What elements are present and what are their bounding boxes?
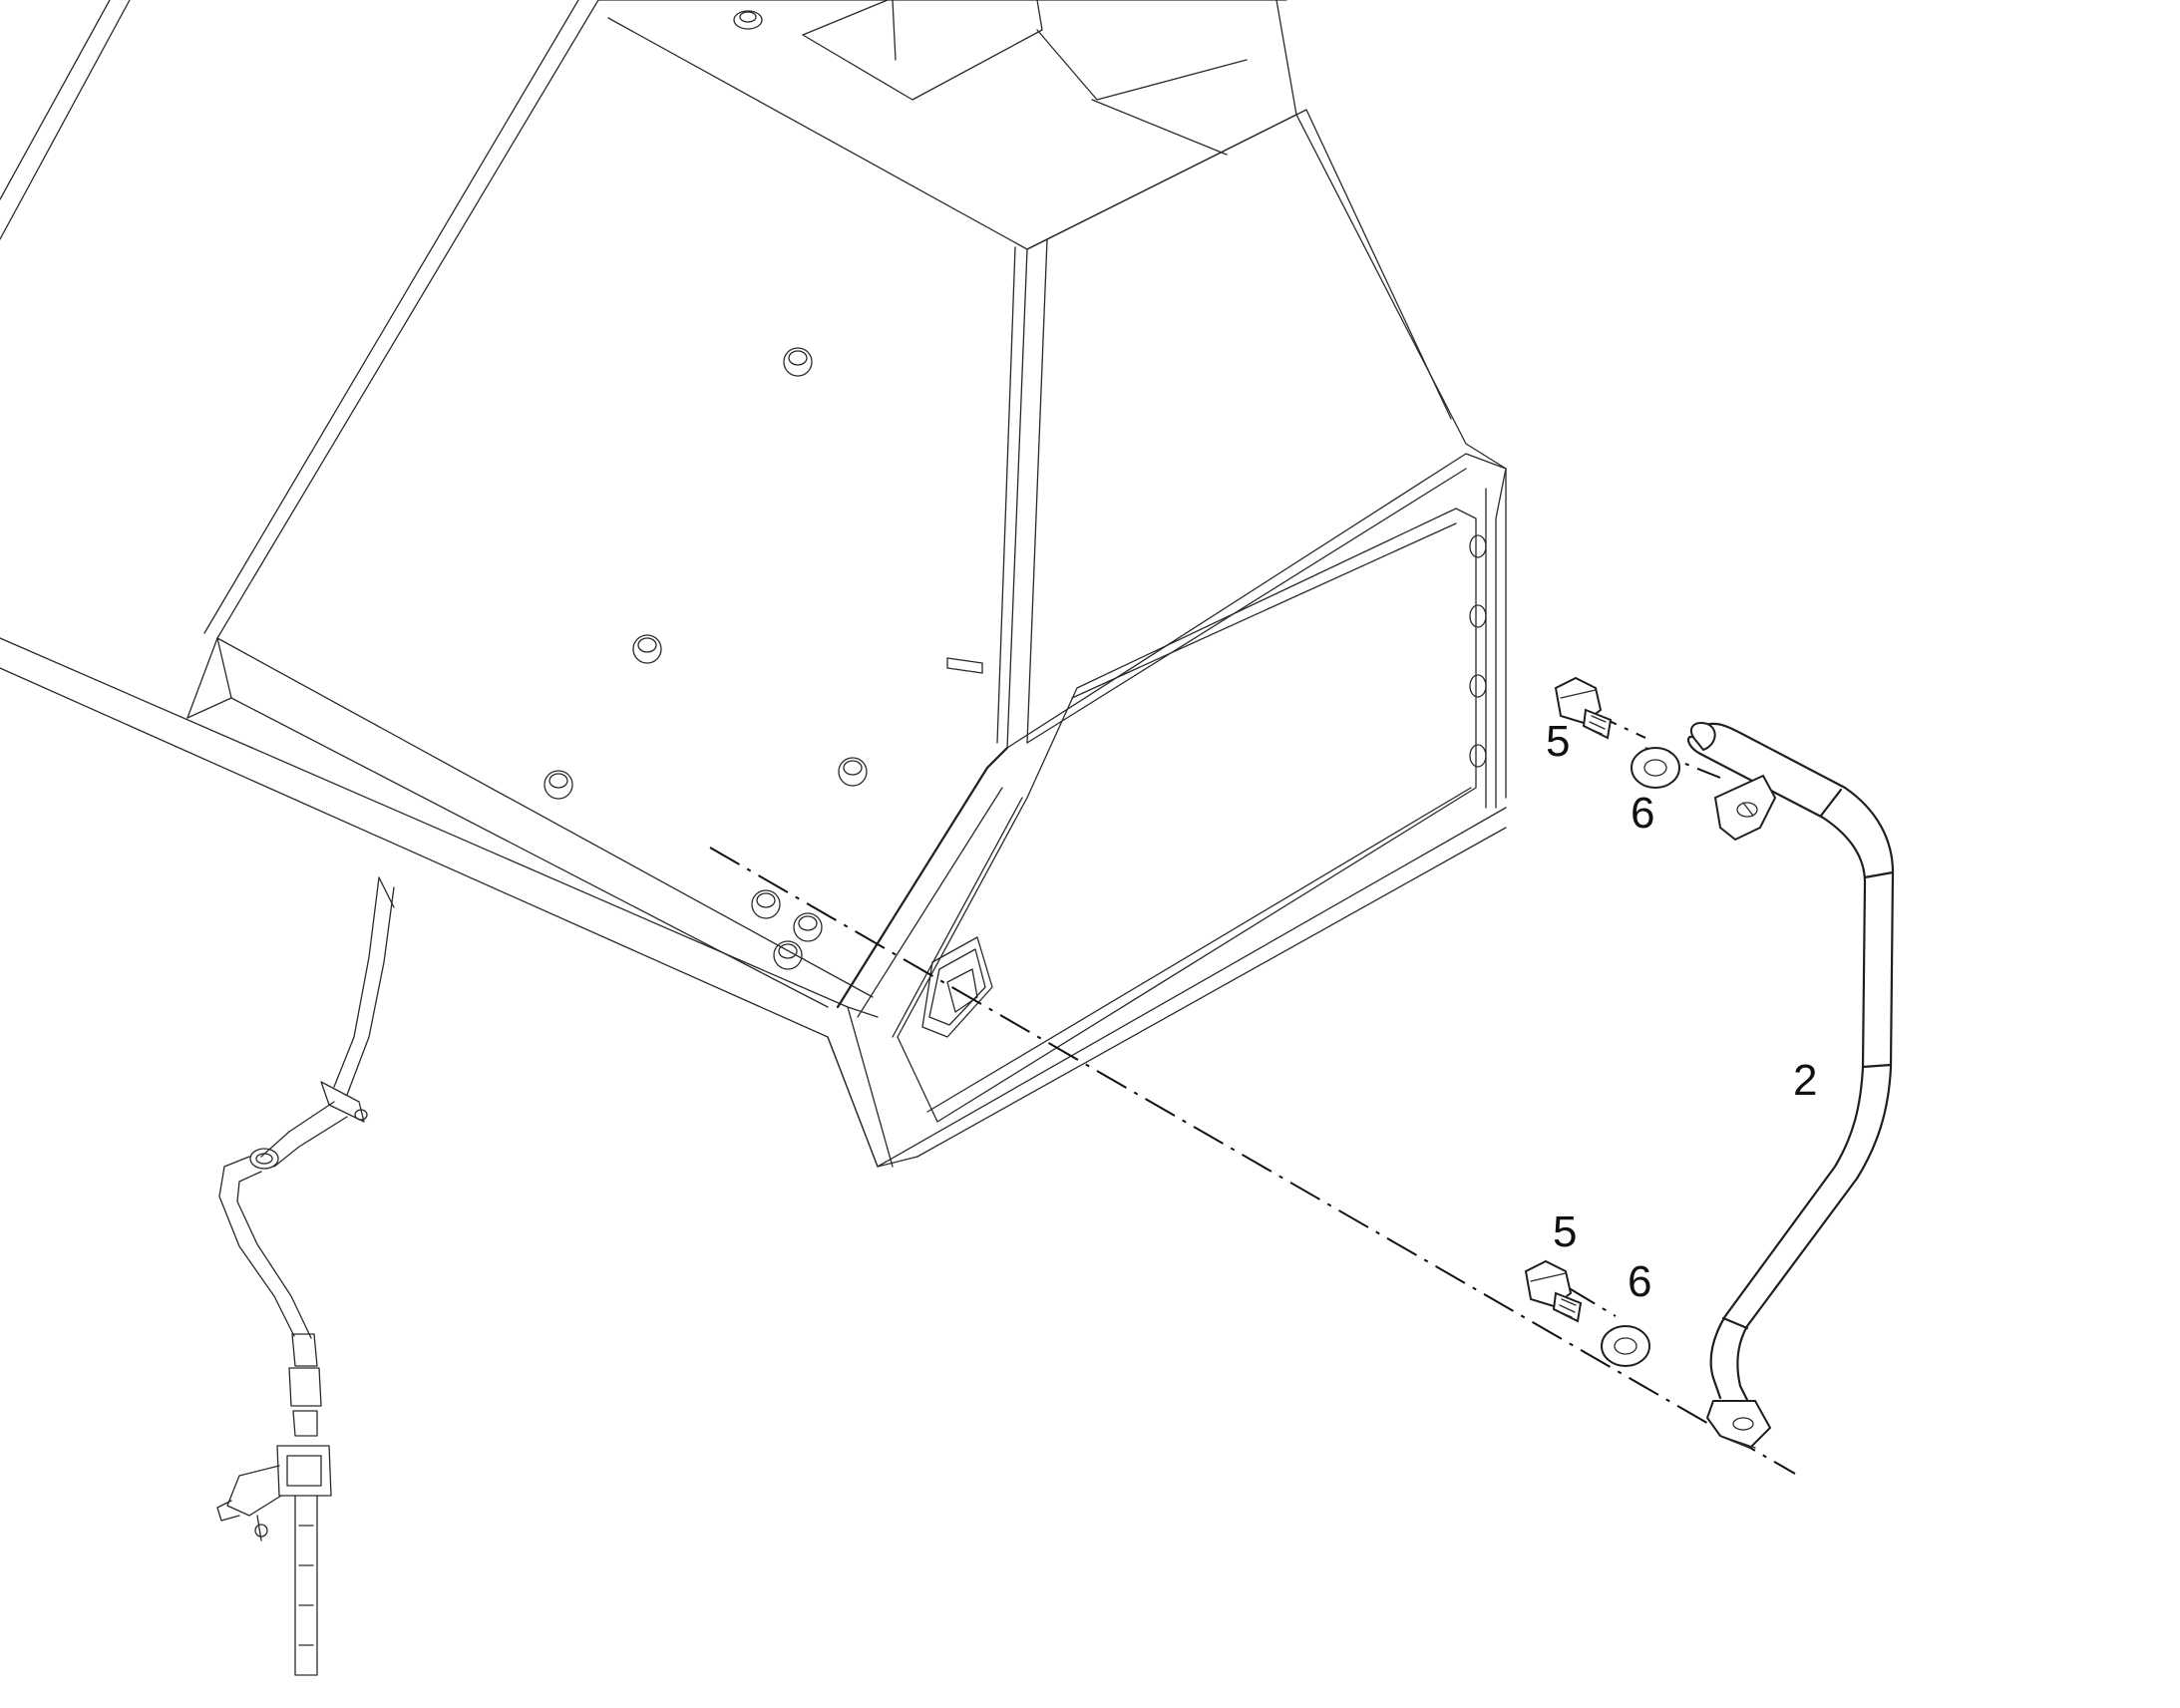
callout-bolt-lower: 5 [1553,1207,1577,1256]
callout-washer-lower: 6 [1628,1257,1651,1306]
washer-lower [1601,1325,1650,1367]
bolt-lower [1524,1259,1583,1323]
callout-labels: 5 6 5 6 2 [1546,717,1817,1306]
mounting-boss [921,936,993,1038]
washer-upper [1631,747,1680,789]
handrail [1687,722,1895,1450]
fuel-hose-assembly [216,876,395,1676]
callout-washer-upper: 6 [1631,789,1654,838]
callout-handrail: 2 [1793,1056,1817,1105]
machine-hood [0,0,1507,1168]
callout-bolt-upper: 5 [1546,717,1570,766]
bolt-upper [1554,676,1613,740]
